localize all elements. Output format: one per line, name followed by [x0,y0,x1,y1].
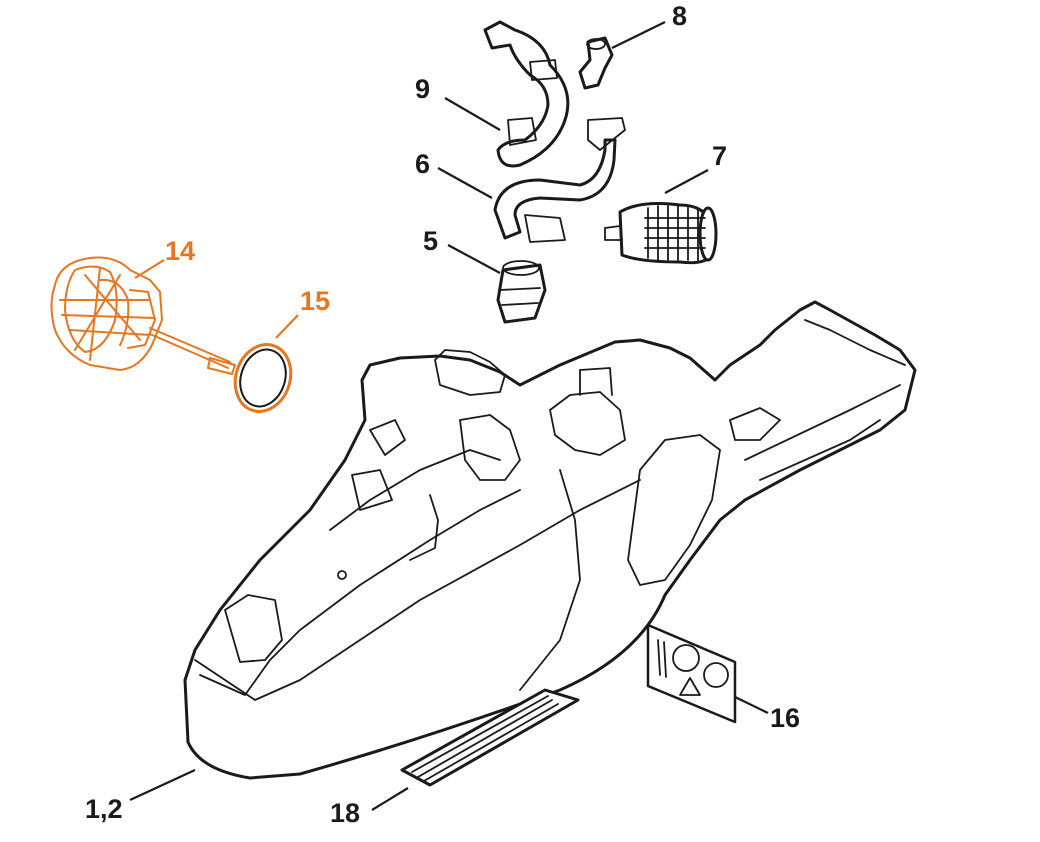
leader-line-16 [734,696,769,714]
leader-line-15 [275,314,299,339]
base-plate-strip[interactable] [400,688,580,787]
callout-5: 5 [423,226,438,256]
elbow-fitting-part-8[interactable] [578,36,614,90]
callout-16: 16 [770,703,800,733]
highlighted-ring-part-15[interactable] [227,337,299,418]
filter-part-7[interactable] [604,202,718,265]
fitting-part-5[interactable] [496,260,547,324]
leader-line-18 [371,787,409,811]
callout-14: 14 [165,236,195,266]
leader-line-5 [447,244,501,274]
leader-line-1-2 [129,769,196,801]
warning-label[interactable] [646,623,737,724]
callout-15: 15 [300,286,330,316]
callout-7: 7 [712,141,727,171]
callout-18: 18 [330,798,360,828]
callout-6: 6 [415,149,430,179]
leader-line-7 [664,169,709,194]
leader-line-9 [444,97,501,131]
hose-part-6[interactable] [493,117,626,243]
callout-9: 9 [415,74,430,104]
leader-line-8 [611,21,666,49]
hose-part-9[interactable] [483,20,570,168]
callout-8: 8 [672,1,687,31]
callout-1-2: 1,2 [85,794,123,824]
highlighted-assembly-part-14[interactable] [50,256,236,375]
leader-line-6 [437,167,493,199]
leader-line-14 [134,259,165,279]
rear-handle-housing[interactable] [183,300,917,780]
